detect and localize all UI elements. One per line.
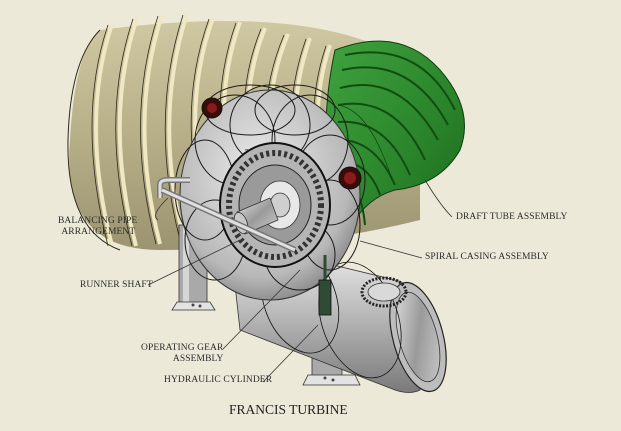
leader-spiral-casing <box>359 240 423 259</box>
label-spiral-casing: SPIRAL CASING ASSEMBLY <box>425 252 549 262</box>
leader-balancing-pipe <box>155 197 169 221</box>
relief-valves <box>201 97 362 190</box>
leader-runner-shaft <box>147 239 241 286</box>
label-operating-gear-line2: ASSEMBLY <box>172 354 224 364</box>
leader-draft-tube <box>424 179 453 218</box>
label-operating-gear: OPERATING GEAR ASSEMBLY <box>141 343 223 365</box>
runner-assembly <box>219 142 331 268</box>
label-balancing-pipe: BALANCING PIPE ARRANGEMENT <box>58 216 137 238</box>
servo-ring <box>360 276 408 308</box>
leader-lines <box>147 179 453 383</box>
label-balancing-pipe-line2: ARRANGEMENT <box>61 227 136 237</box>
label-balancing-pipe-line1: BALANCING PIPE <box>58 216 138 226</box>
label-hydraulic-cylinder: HYDRAULIC CYLINDER <box>164 375 273 385</box>
label-draft-tube: DRAFT TUBE ASSEMBLY <box>456 212 568 222</box>
label-operating-gear-line1: OPERATING GEAR <box>141 343 224 353</box>
hydraulic-cylinder <box>318 255 332 316</box>
label-runner-shaft: RUNNER SHAFT <box>80 280 153 290</box>
leader-operating-gear <box>222 269 301 350</box>
leader-hydraulic-cylinder <box>262 324 319 383</box>
balancing-pipe <box>157 177 297 253</box>
diagram-title: FRANCIS TURBINE <box>229 402 348 417</box>
